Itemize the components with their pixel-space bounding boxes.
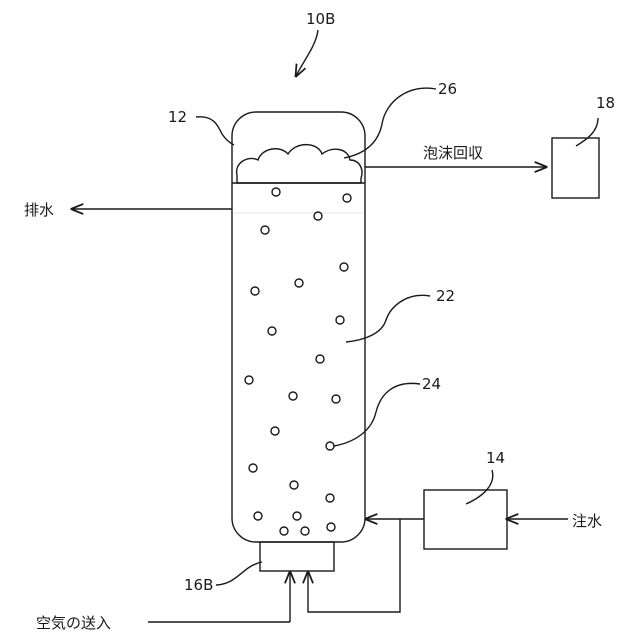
- bubble: [254, 512, 262, 520]
- liquid-label: 22: [436, 287, 455, 305]
- foam-collector-box: [552, 138, 599, 198]
- bubble: [289, 392, 297, 400]
- bubble: [261, 226, 269, 234]
- bubble: [332, 395, 340, 403]
- bubble-label: 24: [422, 375, 441, 393]
- air-feed-arrow-right: [308, 519, 400, 612]
- bubble: [316, 355, 324, 363]
- bubble: [290, 481, 298, 489]
- collector-label: 18: [596, 94, 615, 112]
- drain-label: 排水: [24, 201, 54, 219]
- foam-label: 26: [438, 80, 457, 98]
- water-pump-box: [424, 490, 507, 549]
- bubble: [295, 279, 303, 287]
- bubble: [336, 316, 344, 324]
- water-in-label: 注水: [572, 512, 602, 530]
- diffuser-leader: [216, 562, 262, 585]
- collector-leader: [576, 118, 598, 146]
- air-diffuser-box: [260, 542, 334, 571]
- column-leader: [196, 117, 234, 145]
- bubble: [249, 464, 257, 472]
- foam-recovery-label: 泡沫回収: [423, 144, 483, 162]
- bubble: [271, 427, 279, 435]
- pump-leader: [466, 470, 493, 504]
- bubble: [340, 263, 348, 271]
- bubble: [280, 527, 288, 535]
- bubble: [268, 327, 276, 335]
- bubble: [245, 376, 253, 384]
- foam-blob: [237, 145, 362, 183]
- bubble: [343, 194, 351, 202]
- bubble: [251, 287, 259, 295]
- bubble: [326, 494, 334, 502]
- column-label: 12: [168, 108, 187, 126]
- bubble: [272, 188, 280, 196]
- air-in-label: 空気の送入: [36, 614, 111, 632]
- figure-id-arrow: [296, 30, 318, 76]
- bubbles: [245, 188, 351, 535]
- bubble: [293, 512, 301, 520]
- liquid-leader: [346, 295, 430, 342]
- bubble: [327, 523, 335, 531]
- figure-id-label: 10B: [306, 10, 335, 28]
- bubble: [301, 527, 309, 535]
- bubble-labeled: [326, 442, 334, 450]
- diffuser-label: 16B: [184, 576, 213, 594]
- column-vessel: [232, 112, 365, 542]
- pump-label: 14: [486, 449, 505, 467]
- bubble-leader: [334, 383, 420, 446]
